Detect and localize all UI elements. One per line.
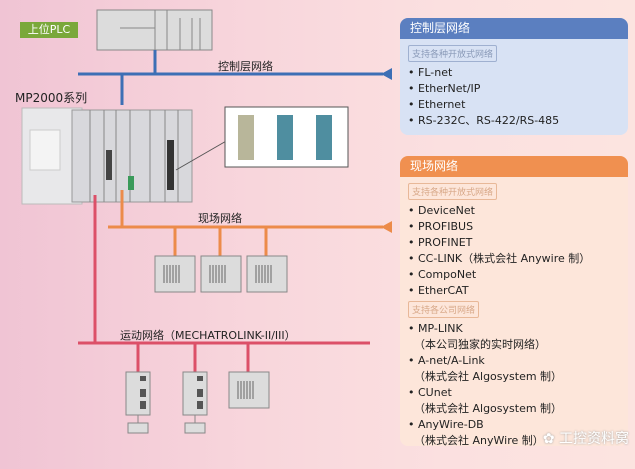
list-item: • PROFIBUS (408, 220, 474, 233)
control-arrow-icon (381, 68, 392, 80)
motion-network-bus (78, 195, 370, 372)
panel-tag: 支持各种开放式网络 (408, 45, 498, 62)
list-item-note: （株式会社 Algosystem 制） (414, 370, 563, 383)
list-item-note: （株式会社 AnyWire 制） (414, 434, 544, 446)
wechat-icon: ✿ (542, 431, 559, 447)
control-network-bus (78, 50, 392, 105)
list-item: • DeviceNet (408, 204, 475, 217)
motion-network-label: 运动网络（MECHATROLINK-II/III） (120, 329, 296, 342)
field-network-label: 现场网络 (198, 212, 242, 225)
motion-io-module (228, 371, 270, 409)
mp2000-label: MP2000系列 (15, 91, 88, 105)
list-item: • EtherNet/IP (408, 82, 481, 95)
field-io-modules (154, 255, 288, 293)
list-item: • CompoNet (408, 268, 477, 281)
list-item: • CUnet (408, 386, 452, 399)
panel-tag: 支持各公司网络 (408, 301, 480, 318)
list-item: • EtherCAT (408, 284, 469, 297)
mp2000-device (21, 107, 229, 205)
list-item: • A-net/A-Link (408, 354, 485, 367)
list-item: • AnyWire-DB (408, 418, 484, 431)
watermark: ✿ 工控资料窝 (542, 431, 629, 447)
field-arrow-icon (381, 221, 392, 233)
list-item: • Ethernet (408, 98, 466, 111)
list-item: • CC-LINK（株式会社 Anywire 制） (408, 252, 591, 265)
control-network-label: 控制层网络 (218, 60, 273, 73)
list-item: • PROFINET (408, 236, 473, 249)
upper-plc-badge: 上位PLC (20, 22, 78, 38)
servo-drives (125, 371, 208, 434)
list-item-note: （株式会社 Algosystem 制） (414, 402, 563, 415)
list-item: • FL-net (408, 66, 453, 79)
panel-title: 控制层网络 (400, 18, 628, 39)
panel-title: 现场网络 (400, 156, 628, 177)
upper-plc-device (96, 9, 213, 51)
list-item: • MP-LINK (408, 322, 463, 335)
panel-tag: 支持各种开放式网络 (408, 183, 498, 200)
field-network-panel: 现场网络 支持各种开放式网络 • DeviceNet • PROFIBUS • … (400, 156, 628, 446)
list-item-note: （本公司独家的实时网络） (414, 338, 546, 351)
control-network-panel: 控制层网络 支持各种开放式网络 • FL-net • EtherNet/IP •… (400, 18, 628, 135)
field-network-bus (108, 190, 392, 256)
option-modules-inset (224, 106, 349, 168)
list-item: • RS-232C、RS-422/RS-485 (408, 114, 560, 127)
